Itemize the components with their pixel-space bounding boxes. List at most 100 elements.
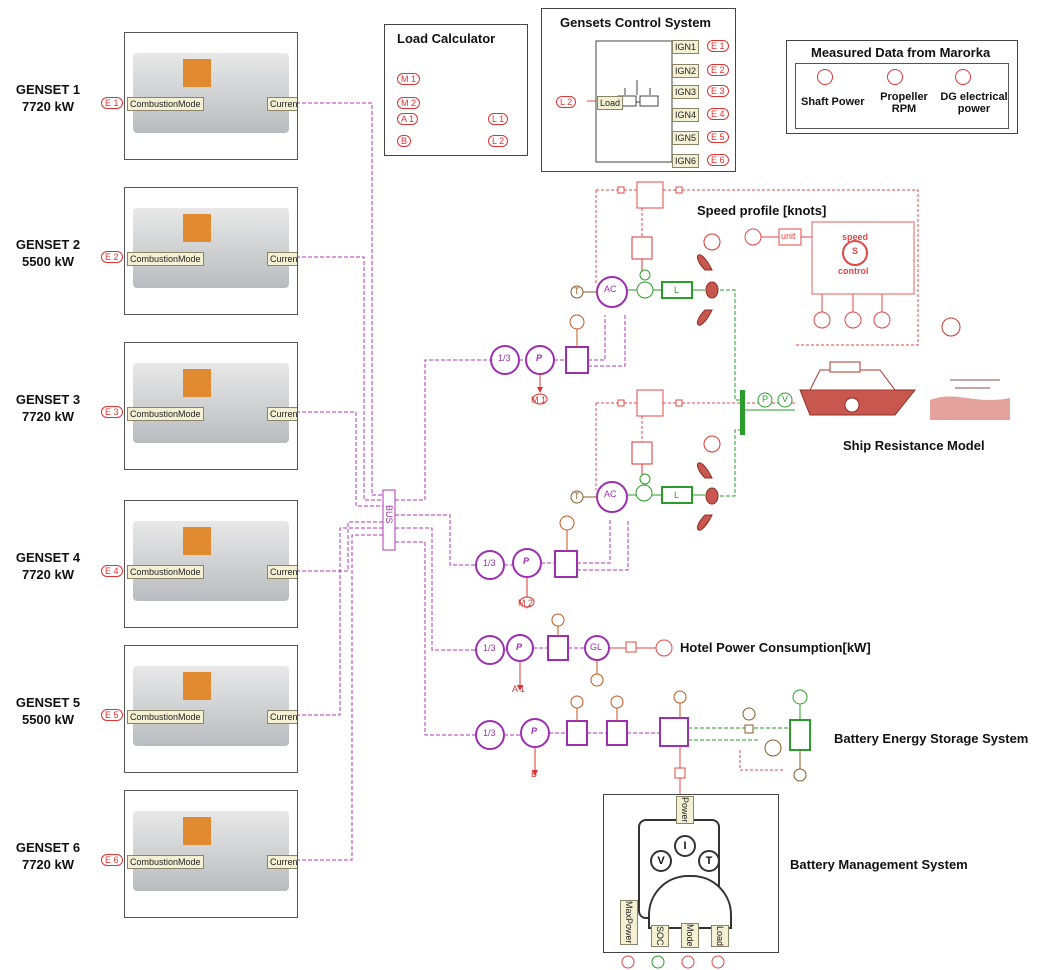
current-port: Current	[267, 97, 298, 111]
dg-power-sensor-icon	[955, 69, 971, 85]
hotel-load-label: GL	[590, 642, 602, 652]
drive-2-power-label: P	[523, 556, 529, 566]
bms-label: Battery Management System	[790, 857, 968, 872]
shaft-power-sensor-icon	[817, 69, 833, 85]
bms-v-gauge: V	[650, 850, 672, 872]
genset-1-port: E 1	[101, 97, 123, 109]
hotel-power-label: P	[516, 642, 522, 652]
gensets-control-out-e6: E 6	[707, 154, 729, 166]
drive-1-transformer-label: 1/3	[498, 353, 511, 363]
current-port: Current	[267, 710, 298, 724]
drive-2-ac-label: AC	[604, 489, 617, 499]
load-calc-input-b: B	[397, 135, 411, 147]
bms-soc-port: SOC	[651, 925, 669, 947]
genset-5-block[interactable]: CombustionMode Current	[124, 645, 298, 773]
marorka-dg-power: DG electrical power	[937, 91, 1011, 115]
genset-bus-wires	[296, 103, 383, 860]
gensets-control-out-e4: E 4	[707, 108, 729, 120]
load-calc-output-l2: L 2	[488, 135, 508, 147]
load-calc-output-l1: L 1	[488, 113, 508, 125]
combustion-mode-port: CombustionMode	[127, 407, 204, 421]
battery-power-label: P	[531, 726, 537, 736]
engine-orange-part	[183, 672, 211, 700]
genset-1-block[interactable]: CombustionMode Current	[124, 32, 298, 160]
marorka-propeller-rpm: Propeller RPM	[875, 91, 933, 115]
current-port: Current	[267, 407, 298, 421]
genset-6-block[interactable]: CombustionMode Current	[124, 790, 298, 918]
engine-orange-part	[183, 527, 211, 555]
engine-image	[133, 666, 289, 746]
drive-2-motor-meter: M 2	[518, 598, 533, 608]
genset-2-block[interactable]: CombustionMode Current	[124, 187, 298, 315]
ship-resistance-label: Ship Resistance Model	[843, 438, 985, 453]
battery-row	[476, 690, 810, 795]
drive-2-temp-label: T	[574, 491, 580, 501]
hotel-row	[476, 614, 672, 690]
ign6-port: IGN6	[672, 154, 699, 168]
ign4-port: IGN4	[672, 108, 699, 122]
bms-block[interactable]: V I T Power MaxPower SOC Mode Load	[603, 794, 779, 953]
drive-1-temp-label: T	[574, 286, 580, 296]
gensets-control-block[interactable]: Gensets Control System L 2 Load IGN1 IGN…	[541, 8, 736, 172]
drive-1-motor-meter: M 1	[531, 395, 546, 405]
gensets-control-out-e5: E 5	[707, 131, 729, 143]
combustion-mode-port: CombustionMode	[127, 97, 204, 111]
engine-image	[133, 208, 289, 288]
genset-5-port: E 5	[101, 709, 123, 721]
drive-1	[491, 234, 720, 404]
ign2-port: IGN2	[672, 64, 699, 78]
gensets-control-out-e3: E 3	[707, 85, 729, 97]
ign3-port: IGN3	[672, 85, 699, 99]
hotel-transformer-label: 1/3	[483, 643, 496, 653]
genset-4-port: E 4	[101, 565, 123, 577]
ship-icon	[800, 362, 1010, 420]
bms-power-port: Power	[676, 796, 694, 824]
engine-image	[133, 811, 289, 891]
engine-image	[133, 521, 289, 601]
gensets-control-input-port: L 2	[556, 96, 576, 108]
drive-1-gear-label: L	[674, 285, 679, 295]
bus-to-drives	[395, 360, 490, 735]
speed-block-label: speed	[842, 232, 868, 242]
drive-2	[476, 436, 720, 608]
speed-profile-label: Speed profile [knots]	[697, 203, 826, 218]
marorka-title: Measured Data from Marorka	[811, 45, 990, 60]
load-calculator-block[interactable]: Load Calculator M 1 M 2 A 1 B L 1 L 2	[384, 24, 528, 156]
gensets-control-out-e1: E 1	[707, 40, 729, 52]
propeller-rpm-sensor-icon	[887, 69, 903, 85]
battery-transformer-label: 1/3	[483, 728, 496, 738]
battery-meter-label: B	[531, 769, 537, 779]
engine-image	[133, 53, 289, 133]
combustion-mode-port: CombustionMode	[127, 252, 204, 266]
ship-velocity-sensor-label: V	[782, 394, 788, 404]
engine-image	[133, 363, 289, 443]
engine-orange-part	[183, 59, 211, 87]
gensets-control-load-port: Load	[597, 96, 623, 110]
unit-block-label: unit	[781, 231, 796, 241]
gensets-control-out-e2: E 2	[707, 64, 729, 76]
bms-mode-port: Mode	[681, 923, 699, 948]
bus-label: BUS	[384, 505, 394, 524]
genset-3-block[interactable]: CombustionMode Current	[124, 342, 298, 470]
drive-2-transformer-label: 1/3	[483, 558, 496, 568]
current-port: Current	[267, 855, 298, 869]
ign5-port: IGN5	[672, 131, 699, 145]
bms-sensors	[622, 956, 724, 968]
drive-1-ac-label: AC	[604, 284, 617, 294]
bms-t-gauge: T	[698, 850, 720, 872]
genset-6-port: E 6	[101, 854, 123, 866]
gensets-control-title: Gensets Control System	[560, 15, 711, 30]
load-calc-input-m2: M 2	[397, 97, 420, 109]
bess-label: Battery Energy Storage System	[834, 731, 1028, 746]
bms-i-gauge: I	[674, 835, 696, 857]
load-calc-input-m1: M 1	[397, 73, 420, 85]
genset-4-block[interactable]: CombustionMode Current	[124, 500, 298, 628]
marorka-block[interactable]: Measured Data from Marorka Shaft Power P…	[786, 40, 1018, 134]
load-calculator-title: Load Calculator	[397, 31, 495, 46]
hotel-power-consumption-label: Hotel Power Consumption[kW]	[680, 640, 871, 655]
drive-2-gear-label: L	[674, 490, 679, 500]
genset-3-port: E 3	[101, 406, 123, 418]
